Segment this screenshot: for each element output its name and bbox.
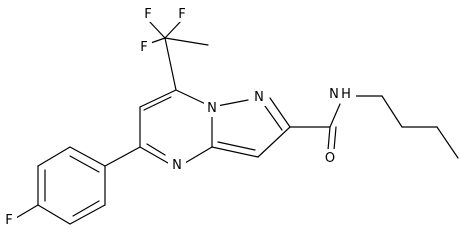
atom-f-cf3-lower: F xyxy=(136,37,152,55)
atom-o-carbonyl-mask xyxy=(321,149,339,167)
atom-o-carbonyl: O xyxy=(321,149,339,167)
atom-n-pyrazole-label: N xyxy=(254,90,264,105)
atom-labels: F F F N N N N H O xyxy=(1,4,356,228)
atom-h-amide-label: H xyxy=(341,87,351,102)
atom-f-top-right-label: F xyxy=(178,7,185,22)
atom-n-pyrimidine-mask xyxy=(168,156,186,174)
atom-n-pyrimidine: N xyxy=(168,156,186,174)
bond-aryl-1-2-double xyxy=(69,155,100,173)
atom-f-aryl-label: F xyxy=(5,213,12,228)
bond-aryl-5-6 xyxy=(69,204,106,225)
bond-aryl-4-5 xyxy=(37,204,71,225)
bond-ring-to-aryl xyxy=(104,146,141,167)
bond-c-f-right xyxy=(164,37,209,46)
bond-butyl-c1-c2 xyxy=(381,95,403,128)
atom-f-top-left-mask xyxy=(140,4,156,22)
atom-f-aryl-mask xyxy=(1,210,17,228)
bond-carbonyl-oxygen xyxy=(327,126,331,151)
bond-n-pyrazole-c2-double xyxy=(264,105,283,131)
bond-butyl-c3-c4 xyxy=(436,126,459,159)
atom-n-pyrimidine-label: N xyxy=(172,158,182,173)
bond-c-f-top-left xyxy=(147,19,166,39)
atom-f-top-right-mask xyxy=(174,4,190,22)
bond-carbonyl-oxygen-double xyxy=(333,126,337,151)
bond-aryl-f xyxy=(15,204,39,219)
atom-n-bridge-label: N xyxy=(207,101,217,116)
bond-aryl-1-2 xyxy=(69,146,106,167)
bond-c-f-top-right xyxy=(164,19,183,39)
atom-o-carbonyl-label: O xyxy=(325,151,335,166)
atom-n-pyrazole-mask xyxy=(250,88,268,106)
atom-f-top-left-label: F xyxy=(144,7,151,22)
atom-f-top-right: F xyxy=(174,4,190,22)
atom-n-amide-mask xyxy=(324,84,356,102)
bond-c2-c3 xyxy=(257,126,291,158)
bond-c7-c6-double xyxy=(143,96,172,111)
atom-n-amide: N H xyxy=(324,84,356,102)
atom-n-amide-label: N xyxy=(329,87,339,102)
bond-aryl-2-3 xyxy=(37,146,71,167)
bond-c3-c3a xyxy=(211,146,259,158)
bond-c5-n4 xyxy=(139,146,169,164)
atom-n-bridge: N xyxy=(204,99,220,117)
bond-c7-c6 xyxy=(139,89,177,108)
atom-n-bridge-mask xyxy=(204,99,220,117)
bond-aryl-5-6-double xyxy=(72,200,100,217)
atom-f-aryl: F xyxy=(1,210,17,228)
atom-n-pyrazole: N xyxy=(250,88,268,106)
bond-cf3-to-ring xyxy=(164,37,177,91)
bond-n-pyrazole-c2 xyxy=(269,97,291,128)
bond-c3-c3a-double xyxy=(217,141,256,151)
atom-f-cf3-lower-label: F xyxy=(140,40,147,55)
atom-f-top-left: F xyxy=(140,4,156,22)
bond-c5-n4-double xyxy=(146,143,166,156)
bond-carbonyl-nitrogen xyxy=(329,103,341,128)
bond-n4-c3a xyxy=(184,146,213,164)
bond-lines xyxy=(15,19,459,225)
atom-f-cf3-lower-mask xyxy=(136,37,152,55)
